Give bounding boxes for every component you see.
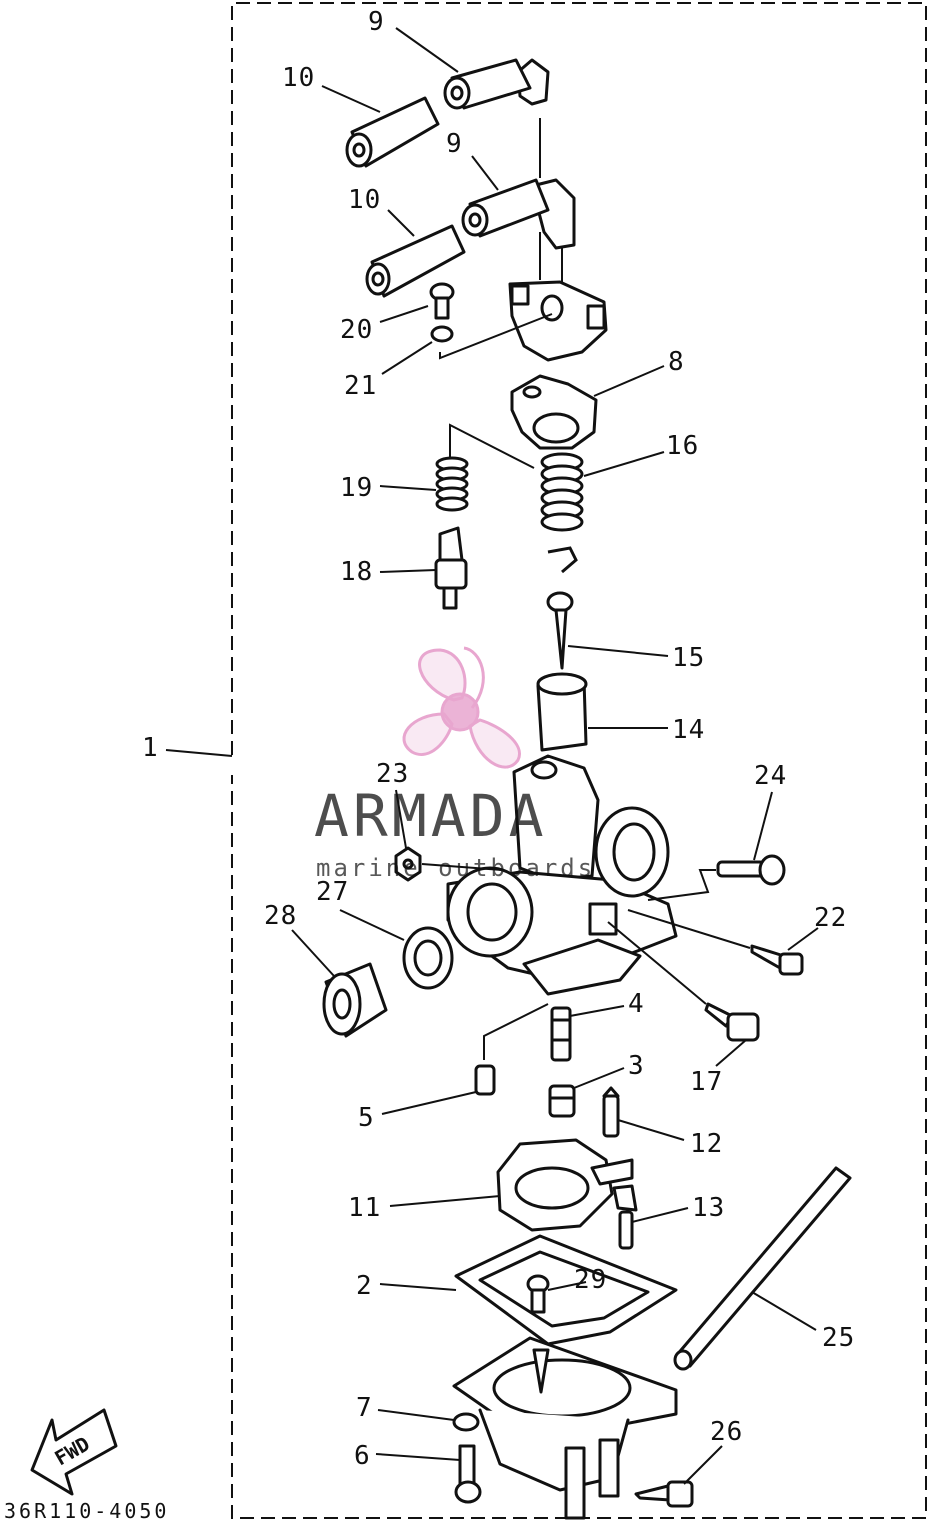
callout-22: 22	[814, 903, 847, 933]
callout-15: 15	[672, 643, 705, 673]
callout-27: 27	[316, 877, 349, 907]
callout-20: 20	[340, 315, 373, 345]
part-5-pilot-jet	[474, 1064, 496, 1096]
part-26-drain-screw	[634, 1480, 694, 1508]
callout-7: 7	[356, 1393, 373, 1423]
part-21-washer	[430, 325, 454, 343]
callout-5: 5	[358, 1103, 375, 1133]
part-17-throttle-stop-screw	[704, 1002, 760, 1042]
fwd-arrow-icon	[30, 1408, 118, 1496]
callout-8: 8	[668, 347, 685, 377]
part-25-hose	[673, 1166, 852, 1371]
watermark-brand: ARMADA	[314, 782, 548, 850]
callout-4: 4	[628, 989, 645, 1019]
callout-17: 17	[690, 1067, 723, 1097]
part-4-needle-jet	[550, 1006, 572, 1062]
part-20-screw	[429, 282, 455, 320]
part-3-main-jet	[548, 1084, 576, 1118]
part-27-seal	[402, 926, 454, 990]
part-24-screw	[716, 854, 786, 886]
callout-3: 3	[628, 1051, 645, 1081]
callout-14: 14	[672, 715, 705, 745]
part-10-hose-lower	[365, 224, 466, 298]
part-23-nut	[394, 846, 422, 882]
callout-28: 28	[264, 901, 297, 931]
callout-23: 23	[376, 759, 409, 789]
callout-9: 9	[446, 129, 463, 159]
propeller-icon	[402, 646, 521, 769]
part-10-hose-upper	[345, 96, 440, 168]
callout-labels: 9 10 9 10 20 21 8 16 19 18 15 14 1 23 24…	[142, 7, 855, 1471]
callout-6: 6	[354, 1441, 371, 1471]
carburetor-body	[446, 754, 678, 996]
part-7-washer	[452, 1412, 480, 1432]
part-15-jet-needle	[546, 591, 574, 670]
callout-2: 2	[356, 1271, 373, 1301]
callout-9: 9	[368, 7, 385, 37]
watermark: ARMADA marine outboards	[314, 646, 595, 882]
callout-10: 10	[282, 63, 315, 93]
callout-19: 19	[340, 473, 373, 503]
leader-lines	[165, 27, 819, 1485]
part-12-needle-valve	[602, 1086, 620, 1138]
part-13-float-pin	[618, 1210, 634, 1250]
reference-code: 36R110-4050	[4, 1499, 169, 1523]
float-bowl	[452, 1336, 678, 1520]
callout-29: 29	[574, 1265, 607, 1295]
part-6-screw	[454, 1444, 482, 1504]
callout-13: 13	[692, 1193, 725, 1223]
callout-26: 26	[710, 1417, 743, 1447]
part-16-spring	[540, 452, 584, 532]
callout-24: 24	[754, 761, 787, 791]
part-9-fuel-elbow-upper	[443, 58, 550, 110]
callout-12: 12	[690, 1129, 723, 1159]
part-8-gasket	[510, 374, 598, 450]
callout-21: 21	[344, 371, 377, 401]
part-19-spring	[435, 456, 469, 512]
mixing-chamber-cap	[508, 280, 608, 362]
watermark-tagline: marine outboards	[316, 854, 595, 882]
fwd-arrow: FWD	[30, 1408, 118, 1496]
part-9-fuel-elbow-lower	[461, 178, 576, 250]
callout-16: 16	[666, 431, 699, 461]
callout-1: 1	[142, 733, 159, 763]
part-29-drain-screw	[526, 1274, 550, 1314]
part-22-pilot-screw	[750, 944, 804, 976]
part-11-float	[496, 1138, 638, 1232]
callout-11: 11	[348, 1193, 381, 1223]
part-2-float-chamber-gasket	[454, 1234, 678, 1346]
callout-25: 25	[822, 1323, 855, 1353]
part-18-starter-plunger	[434, 526, 468, 610]
part-28-air-cap	[322, 962, 388, 1038]
callout-10: 10	[348, 185, 381, 215]
part-14-throttle-valve	[536, 672, 588, 752]
callout-18: 18	[340, 557, 373, 587]
